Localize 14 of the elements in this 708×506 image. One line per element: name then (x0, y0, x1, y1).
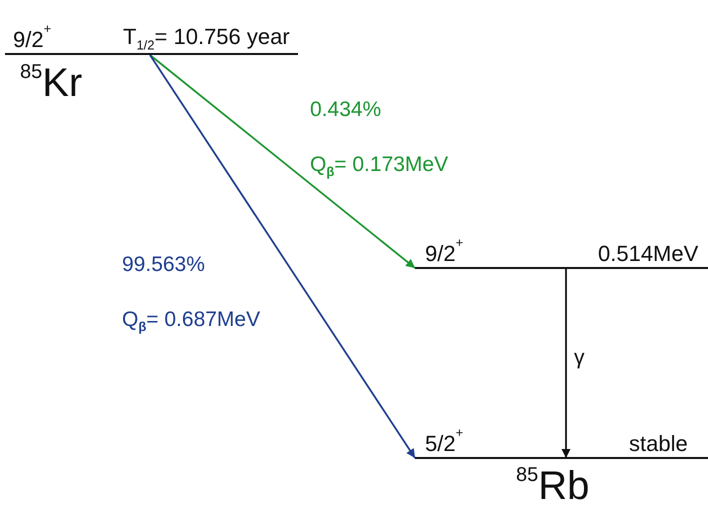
spin-parity-label: 9/2$^{+}$ (13, 22, 52, 51)
arrow (149, 54, 416, 458)
arrow (149, 54, 416, 269)
energy-label: 0.514MeV (598, 243, 698, 265)
nuclide-label: $^{85}$Rb (516, 465, 590, 506)
arrow (562, 269, 570, 458)
nuclide-label: $^{85}$Kr (20, 62, 82, 103)
edge-label: γ (574, 345, 584, 371)
spin-parity-label: 9/2$^{+}$ (425, 236, 464, 265)
stability-label: stable (629, 433, 688, 455)
edge-label: 0.434% Q$_{β}$= 0.173MeV (310, 97, 448, 182)
half-life-label: T$_{1/2}$= 10.756 year (123, 26, 290, 51)
edge-label: 99.563% Q$_{β}$= 0.687MeV (122, 252, 260, 336)
spin-parity-label: 5/2$^{+}$ (425, 426, 464, 455)
